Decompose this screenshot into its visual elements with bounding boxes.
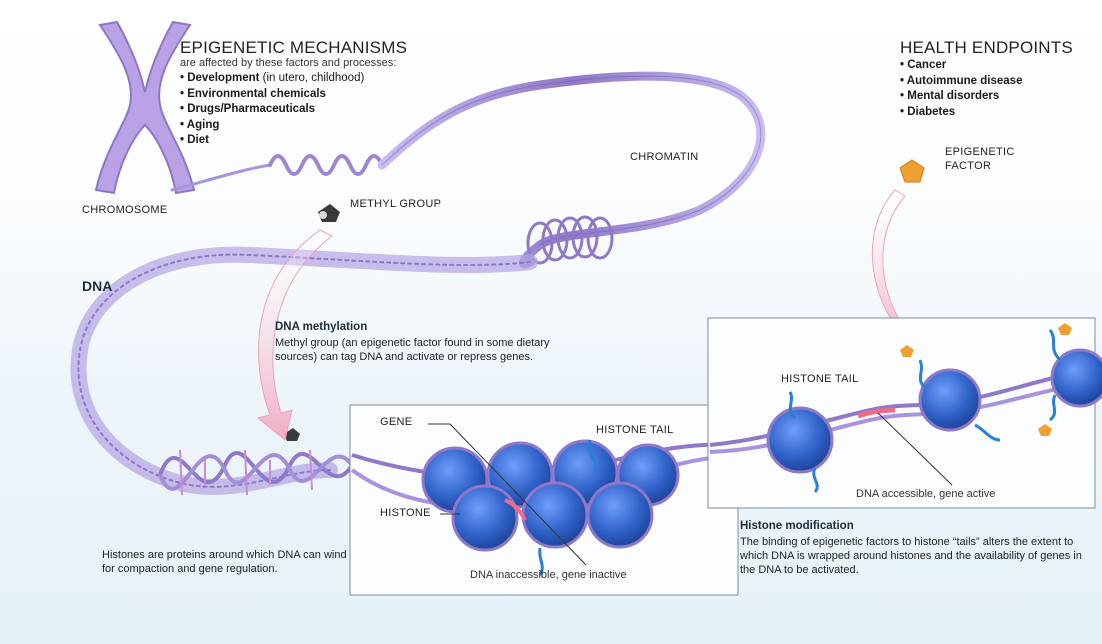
methyl-group-label: METHYL GROUP	[350, 198, 441, 212]
epigenetic-factor-icon	[900, 160, 924, 182]
health-endpoint-list: Cancer Autoimmune disease Mental disorde…	[900, 58, 1022, 120]
epigenetic-factor-label-1: EPIGENETIC	[945, 146, 1015, 160]
factor-item: Diet	[180, 133, 364, 149]
gene-label: GENE	[380, 416, 412, 430]
methyl-group-icon	[318, 204, 340, 222]
inset-open-chromatin	[708, 318, 1102, 508]
factor-item: Drugs/Pharmaceuticals	[180, 102, 364, 118]
methylation-body: Methyl group (an epigenetic factor found…	[275, 336, 565, 364]
factor-item: Aging	[180, 118, 364, 134]
factor-item: Development (in utero, childhood)	[180, 71, 364, 87]
chromatin-label: CHROMATIN	[630, 151, 699, 165]
endpoint-item: Mental disorders	[900, 89, 1022, 105]
inset-compact-chromatin	[350, 405, 738, 595]
mechanisms-subtitle: are affected by these factors and proces…	[180, 57, 396, 71]
dna-label: DNA	[82, 278, 112, 296]
modification-title: Histone modification	[740, 519, 854, 533]
factor-item: Environmental chemicals	[180, 87, 364, 103]
mechanisms-title: EPIGENETIC MECHANISMS	[180, 37, 407, 58]
chromosome-label: CHROMOSOME	[82, 204, 168, 218]
epigenetic-factor-label-2: FACTOR	[945, 160, 991, 174]
inaccessible-label: DNA inaccessible, gene inactive	[470, 569, 627, 583]
histone-label: HISTONE	[380, 507, 431, 521]
histone-tail-right-label: HISTONE TAIL	[781, 373, 859, 387]
endpoints-title: HEALTH ENDPOINTS	[900, 37, 1073, 58]
modification-body: The binding of epigenetic factors to his…	[740, 535, 1095, 577]
mechanism-factor-list: Development (in utero, childhood) Enviro…	[180, 71, 364, 149]
methylation-title: DNA methylation	[275, 320, 367, 334]
accessible-label: DNA accessible, gene active	[856, 488, 995, 502]
histone-tail-inset-label: HISTONE TAIL	[596, 424, 674, 438]
histones-note: Histones are proteins around which DNA c…	[102, 548, 350, 576]
endpoint-item: Autoimmune disease	[900, 74, 1022, 90]
histone-front-row	[453, 483, 652, 550]
endpoint-item: Cancer	[900, 58, 1022, 74]
endpoint-item: Diabetes	[900, 105, 1022, 121]
